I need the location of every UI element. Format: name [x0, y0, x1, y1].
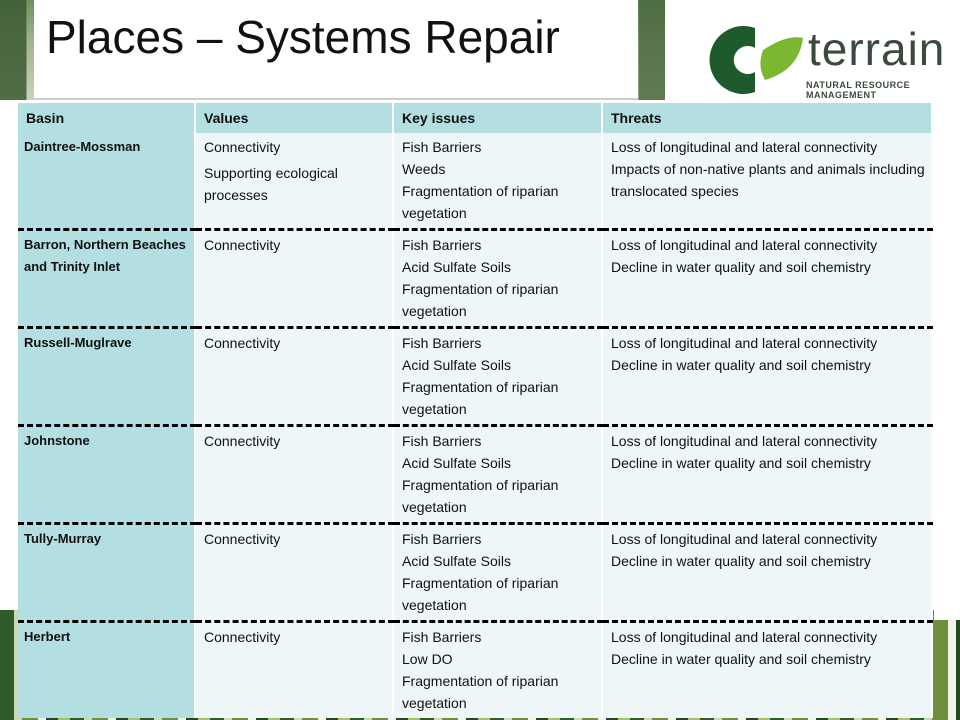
values-cell: Connectivity [195, 326, 394, 426]
threat-item: Decline in water quality and soil chemis… [611, 259, 871, 275]
issue-item: Fish Barriers [402, 237, 482, 253]
header-key-issues: Key issues [393, 103, 603, 133]
threat-item: Loss of longitudinal and lateral connect… [611, 433, 878, 449]
issue-item: Fragmentation of riparian vegetation [402, 183, 559, 221]
threat-item: Decline in water quality and soil chemis… [611, 455, 871, 471]
value-item: Connectivity [204, 237, 281, 253]
issues-cell: Fish Barriers Low DO Fragmentation of ri… [393, 620, 603, 718]
value-item: Connectivity [204, 433, 281, 449]
issue-item: Fragmentation of riparian vegetation [402, 673, 559, 711]
value-item: Supporting ecological processes [204, 165, 338, 203]
basin-cell: Barron, Northern Beaches and Trinity Inl… [18, 228, 196, 328]
value-item: Connectivity [204, 335, 281, 351]
issue-item: Fish Barriers [402, 531, 482, 547]
basin-cell: Herbert [18, 620, 196, 718]
issue-item: Fish Barriers [402, 335, 482, 351]
threat-item: Decline in water quality and soil chemis… [611, 357, 871, 373]
threat-item: Loss of longitudinal and lateral connect… [611, 335, 878, 351]
logo-subtitle: NATURAL RESOURCE MANAGEMENT [806, 80, 911, 100]
issue-item: Low DO [402, 651, 453, 667]
threats-cell: Loss of longitudinal and lateral connect… [602, 620, 933, 718]
page-title: Places – Systems Repair [46, 11, 560, 63]
threat-item: Decline in water quality and soil chemis… [611, 651, 871, 667]
basin-cell: Tully-Murray [18, 522, 196, 622]
values-cell: Connectivity [195, 228, 394, 328]
threats-cell: Loss of longitudinal and lateral connect… [602, 228, 933, 328]
issues-cell: Fish Barriers Acid Sulfate Soils Fragmen… [393, 228, 603, 328]
issue-item: Weeds [402, 161, 446, 177]
table-header-row: Basin Values Key issues Threats [18, 103, 933, 133]
issue-item: Fish Barriers [402, 629, 482, 645]
header-basin: Basin [18, 103, 196, 133]
issue-item: Fragmentation of riparian vegetation [402, 379, 559, 417]
threat-item: Decline in water quality and soil chemis… [611, 553, 871, 569]
value-item: Connectivity [204, 629, 281, 645]
issues-cell: Fish Barriers Acid Sulfate Soils Fragmen… [393, 424, 603, 524]
issue-item: Fragmentation of riparian vegetation [402, 575, 559, 613]
logo-wordmark: terrain [808, 23, 946, 75]
basin-cell: Russell-Muglrave [18, 326, 196, 426]
table-row: Herbert Connectivity Fish Barriers Low D… [18, 620, 933, 718]
header-threats: Threats [602, 103, 933, 133]
threat-item: Loss of longitudinal and lateral connect… [611, 139, 878, 155]
issues-cell: Fish Barriers Acid Sulfate Soils Fragmen… [393, 522, 603, 622]
issue-item: Acid Sulfate Soils [402, 455, 511, 471]
value-item: Connectivity [204, 531, 281, 547]
issue-item: Acid Sulfate Soils [402, 259, 511, 275]
basin-cell: Johnstone [18, 424, 196, 524]
threats-cell: Loss of longitudinal and lateral connect… [602, 326, 933, 426]
terrain-logo-icon [709, 26, 803, 94]
title-box [34, 0, 638, 98]
header-values: Values [195, 103, 394, 133]
issue-item: Acid Sulfate Soils [402, 553, 511, 569]
threat-item: Loss of longitudinal and lateral connect… [611, 531, 878, 547]
values-cell: Connectivity [195, 424, 394, 524]
issues-cell: Fish Barriers Weeds Fragmentation of rip… [393, 133, 603, 230]
threat-item: Impacts of non-native plants and animals… [611, 161, 925, 199]
table-row: Johnstone Connectivity Fish Barriers Aci… [18, 424, 933, 524]
issue-item: Fish Barriers [402, 139, 482, 155]
right-margin [934, 100, 960, 620]
table-row: Barron, Northern Beaches and Trinity Inl… [18, 228, 933, 328]
issue-item: Fragmentation of riparian vegetation [402, 281, 559, 319]
threat-item: Loss of longitudinal and lateral connect… [611, 629, 878, 645]
values-cell: Connectivity Supporting ecological proce… [195, 133, 394, 230]
table-row: Tully-Murray Connectivity Fish Barriers … [18, 522, 933, 622]
basin-cell: Daintree-Mossman [18, 133, 196, 230]
issue-item: Fragmentation of riparian vegetation [402, 477, 559, 515]
threats-cell: Loss of longitudinal and lateral connect… [602, 133, 933, 230]
value-item: Connectivity [204, 139, 281, 155]
issue-item: Acid Sulfate Soils [402, 357, 511, 373]
threats-cell: Loss of longitudinal and lateral connect… [602, 424, 933, 524]
issue-item: Fish Barriers [402, 433, 482, 449]
threats-cell: Loss of longitudinal and lateral connect… [602, 522, 933, 622]
values-cell: Connectivity [195, 620, 394, 718]
basin-table: Basin Values Key issues Threats Daintree… [18, 103, 933, 718]
issues-cell: Fish Barriers Acid Sulfate Soils Fragmen… [393, 326, 603, 426]
values-cell: Connectivity [195, 522, 394, 622]
table-row: Russell-Muglrave Connectivity Fish Barri… [18, 326, 933, 426]
threat-item: Loss of longitudinal and lateral connect… [611, 237, 878, 253]
table-row: Daintree-Mossman Connectivity Supporting… [18, 133, 933, 230]
